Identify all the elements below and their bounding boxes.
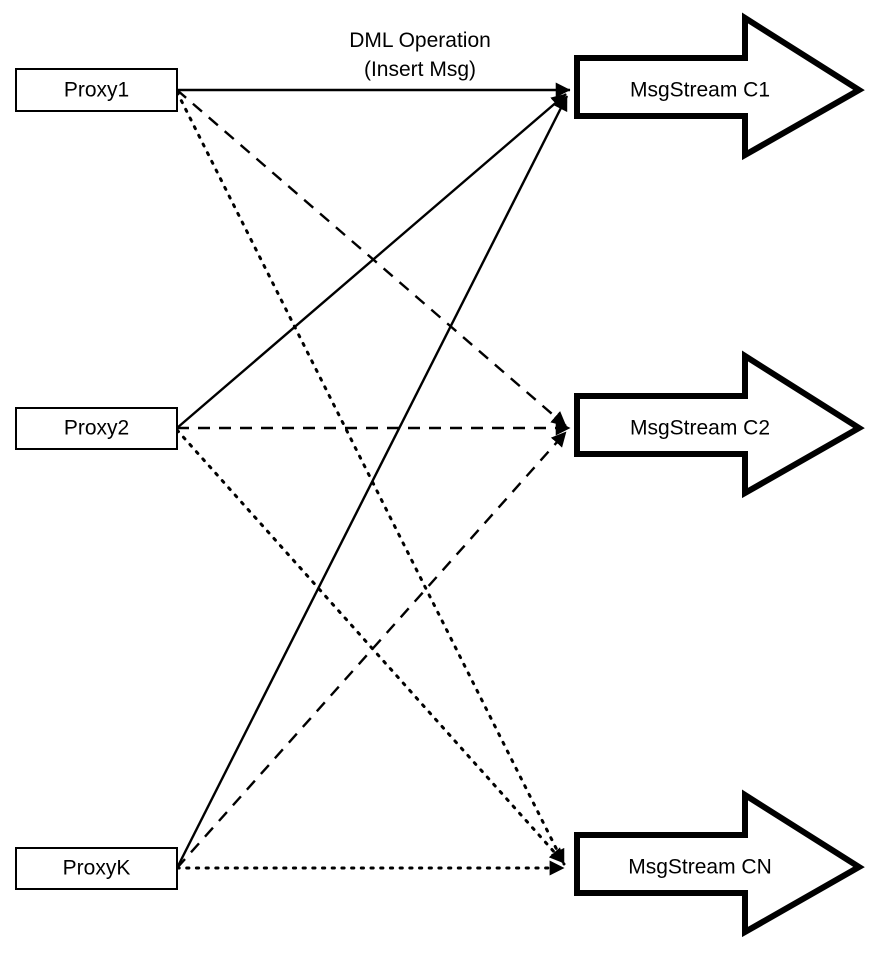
msgstream-c1-arrow-shape[interactable] bbox=[574, 12, 865, 161]
node-msgstream-cn[interactable]: MsgStream CN bbox=[574, 789, 865, 938]
proxyk-label: ProxyK bbox=[63, 857, 131, 880]
msgstream-cn-arrow-shape[interactable] bbox=[574, 789, 865, 938]
edge-label-dml-operation: DML Operation (Insert Msg) bbox=[349, 29, 491, 81]
msgstream-cn-label: MsgStream CN bbox=[628, 856, 772, 879]
proxyk-box[interactable] bbox=[15, 847, 178, 890]
connection-proxy1-cn[interactable] bbox=[175, 90, 566, 866]
connection-proxy2-c1[interactable] bbox=[176, 93, 567, 429]
connection-proxy2-cn[interactable] bbox=[175, 428, 566, 865]
node-proxy1[interactable]: Proxy1 bbox=[15, 68, 178, 112]
connections-layer bbox=[175, 82, 571, 876]
node-proxyk[interactable]: ProxyK bbox=[15, 847, 178, 890]
edge-label-line2: (Insert Msg) bbox=[364, 58, 476, 81]
proxy2-box[interactable] bbox=[15, 407, 178, 450]
proxy1-label: Proxy1 bbox=[64, 79, 129, 102]
connection-proxyk-c1[interactable] bbox=[175, 95, 569, 869]
node-msgstream-c2[interactable]: MsgStream C2 bbox=[574, 350, 865, 499]
msgstream-c2-label: MsgStream C2 bbox=[630, 417, 770, 440]
connection-proxyk-c2[interactable] bbox=[176, 431, 567, 869]
msgstream-c1-label: MsgStream C1 bbox=[630, 79, 770, 102]
connection-proxy1-c2[interactable] bbox=[176, 89, 567, 427]
edge-label-line1: DML Operation bbox=[349, 29, 491, 52]
node-proxy2[interactable]: Proxy2 bbox=[15, 407, 178, 450]
proxy1-box[interactable] bbox=[15, 68, 178, 112]
proxy2-label: Proxy2 bbox=[64, 417, 129, 440]
node-msgstream-c1[interactable]: MsgStream C1 bbox=[574, 12, 865, 161]
msgstream-c2-arrow-shape[interactable] bbox=[574, 350, 865, 499]
